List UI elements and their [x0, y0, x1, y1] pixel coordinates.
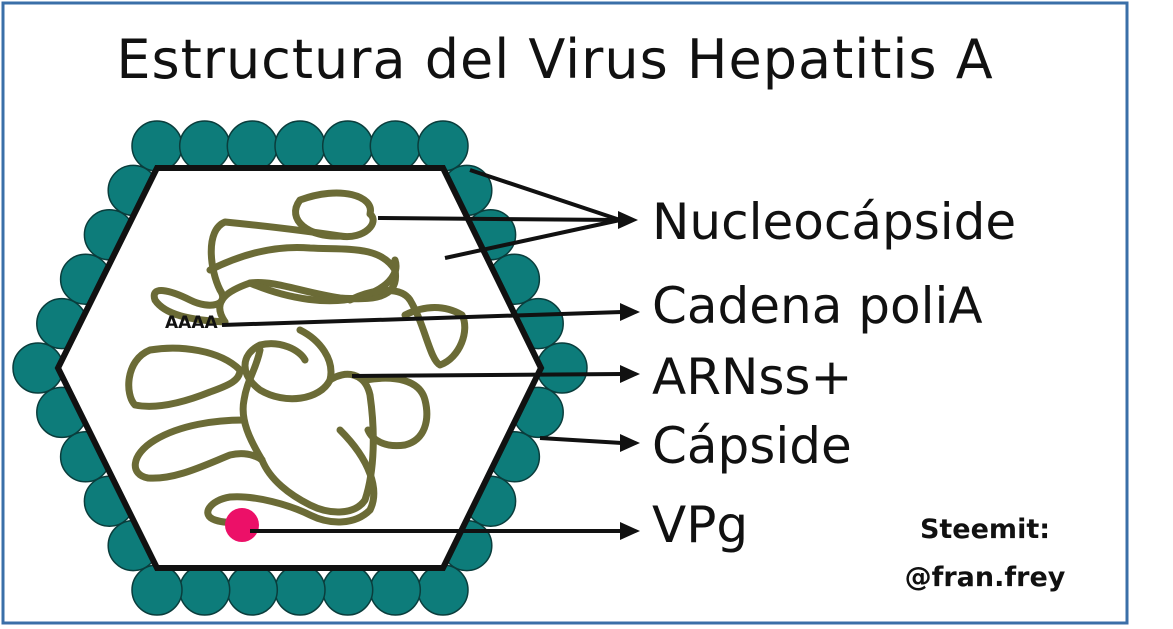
arrow-head-nucleocapside [618, 211, 638, 229]
capsomere-sphere [131, 120, 183, 172]
capsomere-sphere [226, 564, 279, 616]
capsomere-sphere [178, 120, 231, 172]
capsomere-sphere [417, 564, 469, 616]
label-nucleocapside: Nucleocápside [652, 193, 1017, 251]
capsomere-sphere [536, 342, 588, 394]
capsid-hexagon [54, 165, 545, 571]
arrow-head-arnss [620, 365, 640, 383]
arrow-head-cadena-polia [620, 303, 640, 321]
polya-tail-label: AAAA [165, 313, 218, 333]
pointer-arrows [221, 168, 623, 533]
arrow-heads [618, 211, 640, 540]
capsomere-sphere [274, 120, 326, 172]
credit-line-2: @fran.frey [904, 562, 1066, 593]
capsomere-sphere [369, 120, 422, 172]
label-arnss: ARNss+ [652, 348, 853, 406]
diagram-title: Estructura del Virus Hepatitis A [116, 28, 994, 91]
capsomere-sphere [131, 564, 183, 616]
capsomere-sphere [178, 564, 231, 616]
credit-line-1: Steemit: [919, 514, 1051, 545]
capsomere-sphere [274, 564, 326, 616]
rna-strand [125, 189, 469, 526]
vpg-protein-dot [225, 508, 259, 542]
capsomere-sphere [226, 120, 279, 172]
capsomere-sphere [369, 564, 422, 616]
label-capside: Cápside [652, 417, 852, 475]
capsomere-sphere [321, 564, 374, 616]
label-cadena-polia: Cadena poliA [652, 277, 983, 335]
capsomere-sphere [321, 120, 374, 172]
arrow-head-vpg [620, 522, 640, 540]
arrow-head-capside [620, 434, 640, 452]
capsomere-sphere [417, 120, 469, 172]
outer-frame [1, 1, 1129, 625]
label-vpg: VPg [652, 496, 749, 554]
